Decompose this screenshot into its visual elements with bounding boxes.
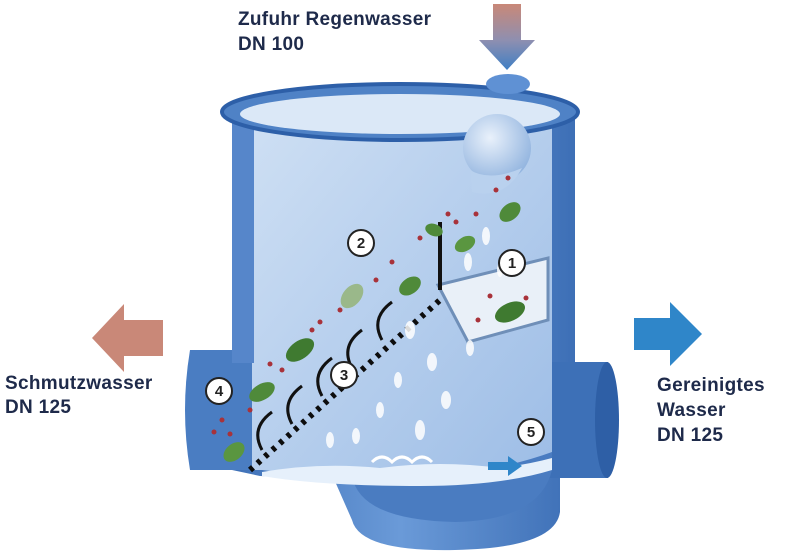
- marker-1-label: 1: [508, 255, 516, 272]
- inlet-label-line1: Zufuhr Regenwasser: [238, 9, 432, 30]
- marker-2-label: 2: [357, 235, 365, 252]
- marker-5-label: 5: [527, 424, 535, 441]
- leaves-debris: [211, 175, 529, 462]
- marker-4: 4: [205, 377, 233, 405]
- clean-water-arrow-icon: [634, 302, 702, 366]
- marker-5: 5: [517, 418, 545, 446]
- inlet-arrow-icon: [479, 4, 535, 70]
- dirty-water-label-line2: DN 125: [5, 397, 72, 418]
- marker-4-label: 4: [215, 383, 224, 400]
- marker-1: 1: [498, 249, 526, 277]
- inlet-label-line2: DN 100: [238, 34, 305, 55]
- outflow-arrow-icon: [488, 456, 522, 476]
- dirty-water-arrow-icon: [92, 304, 163, 372]
- clean-water-label-line2: Wasser: [657, 400, 726, 421]
- inlet-deflector: [463, 114, 531, 194]
- marker-2: 2: [347, 229, 375, 257]
- marker-3: 3: [330, 361, 358, 389]
- marker-3-label: 3: [340, 367, 348, 384]
- water-surface: [262, 455, 552, 486]
- clean-water-label-line1: Gereinigtes: [657, 375, 765, 396]
- dirty-water-label-line1: Schmutzwasser: [5, 373, 153, 394]
- clean-water-label-line3: DN 125: [657, 425, 724, 446]
